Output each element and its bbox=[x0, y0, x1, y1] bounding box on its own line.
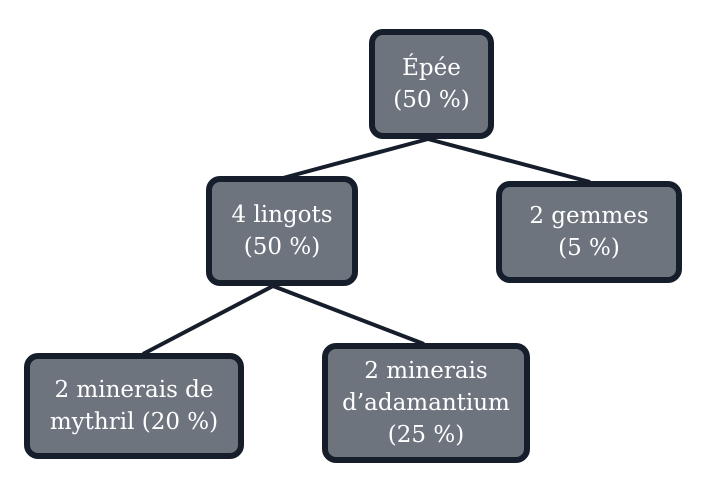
node-mythril-percent: mythril (20 %) bbox=[49, 409, 219, 435]
node-gemmes-percent: (5 %) bbox=[558, 235, 620, 261]
node-adamantium-percent: (25 %) bbox=[387, 422, 465, 448]
node-mythril-label: 2 minerais de bbox=[54, 377, 214, 403]
node-lingots-label: 4 lingots bbox=[231, 202, 333, 228]
node-adamantium-label-1: 2 minerais bbox=[364, 358, 488, 384]
node-lingots: 4 lingots (50 %) bbox=[206, 176, 358, 286]
node-gemmes-label: 2 gemmes bbox=[529, 203, 649, 229]
node-adamantium-label-2: d’adamantium bbox=[342, 390, 510, 416]
node-gemmes: 2 gemmes (5 %) bbox=[496, 181, 682, 283]
node-epee-label: Épée bbox=[402, 55, 461, 81]
node-epee: Épée (50 %) bbox=[369, 29, 494, 139]
node-epee-percent: (50 %) bbox=[393, 87, 470, 113]
edge-ingots-to-adamantium bbox=[272, 284, 425, 346]
node-lingots-percent: (50 %) bbox=[243, 234, 321, 260]
node-mythril: 2 minerais de mythril (20 %) bbox=[24, 353, 244, 459]
edge-root-to-gems bbox=[427, 137, 591, 184]
edge-ingots-to-mythril bbox=[142, 284, 274, 356]
edge-root-to-ingots bbox=[282, 137, 429, 180]
node-adamantium: 2 minerais d’adamantium (25 %) bbox=[322, 343, 530, 463]
